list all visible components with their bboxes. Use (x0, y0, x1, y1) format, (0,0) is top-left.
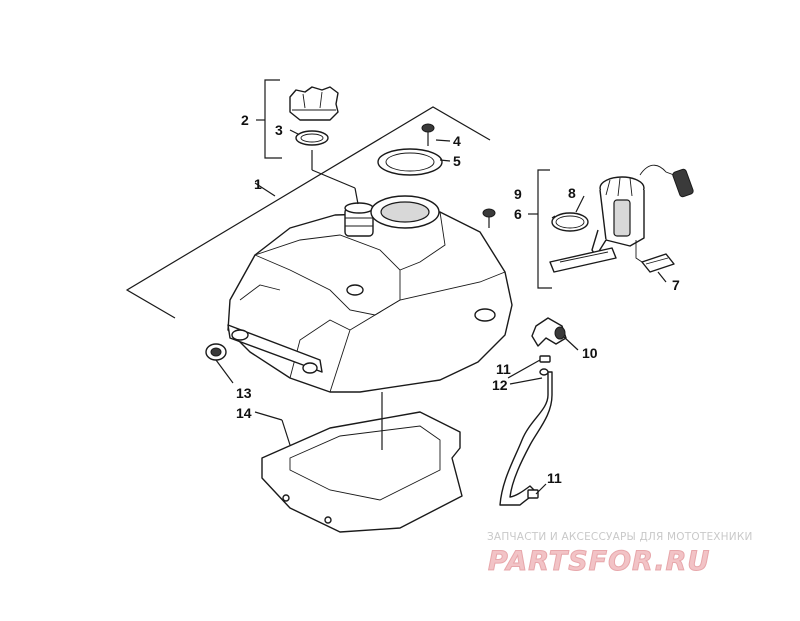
fuel-tank (227, 195, 513, 393)
callout-10: 10 (582, 345, 598, 361)
hose-clamp-lower (527, 483, 547, 499)
screw-4 (421, 123, 435, 146)
callout-leaders (289, 129, 585, 385)
callout-11-upper: 11 (496, 361, 511, 377)
pump-gasket (377, 148, 443, 176)
callout-13: 13 (236, 385, 252, 401)
screw-9 (482, 208, 496, 228)
pump-o-ring (551, 212, 589, 232)
fuel-hose (499, 368, 553, 506)
assembly-bracket-2 (256, 79, 282, 159)
callout-3: 3 (275, 122, 283, 138)
assembly-bracket-1 (125, 106, 491, 319)
tank-shield (254, 411, 463, 533)
callout-12: 12 (492, 377, 508, 393)
callout-5: 5 (453, 153, 461, 169)
watermark-logo: PARTSFOR.RU (488, 546, 710, 577)
grommet (205, 343, 234, 384)
fuel-cap (289, 86, 339, 121)
callout-11-lower: 11 (547, 470, 562, 486)
cap-gasket (295, 130, 329, 146)
hose-clamp-upper (539, 355, 551, 363)
callout-7: 7 (672, 277, 680, 293)
callout-9: 9 (514, 186, 522, 202)
callout-14: 14 (236, 405, 252, 421)
elbow-fitting (531, 317, 579, 351)
callout-1: 1 (254, 176, 262, 192)
fuel-pump (549, 164, 694, 273)
fuel-sensor (641, 253, 675, 283)
callout-6: 6 (514, 206, 522, 222)
callout-8: 8 (568, 185, 576, 201)
watermark: ЗАПЧАСТИ И АКСЕССУАРЫ ДЛЯ МОТОТЕХНИКИ PA… (487, 531, 753, 578)
assembly-bracket-6 (528, 169, 552, 289)
callout-4: 4 (453, 133, 461, 149)
callout-labels: 1 2 3 4 5 6 7 8 9 10 11 12 13 14 11 (236, 112, 680, 486)
callout-2: 2 (241, 112, 249, 128)
watermark-tagline: ЗАПЧАСТИ И АКСЕССУАРЫ ДЛЯ МОТОТЕХНИКИ (487, 531, 753, 543)
